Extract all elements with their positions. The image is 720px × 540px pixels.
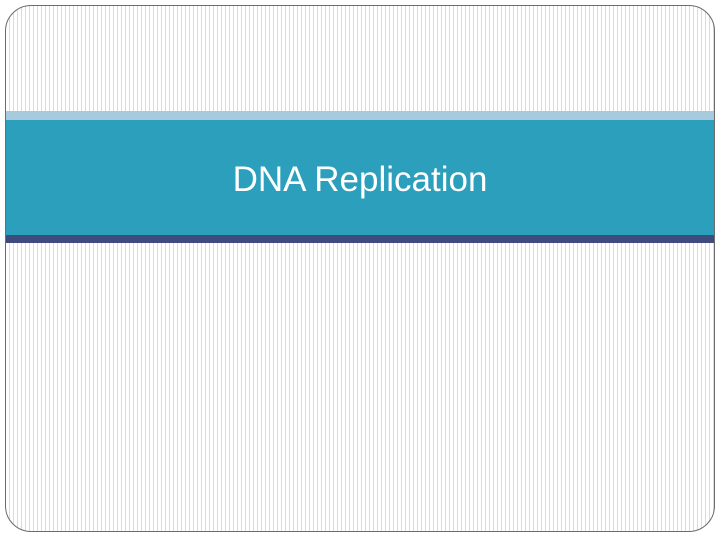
title-band-top-accent xyxy=(6,111,714,120)
title-band-bottom-accent xyxy=(6,235,714,243)
title-band: DNA Replication xyxy=(6,120,714,235)
slide-title: DNA Replication xyxy=(232,160,488,199)
slide-frame: DNA Replication xyxy=(5,5,715,532)
